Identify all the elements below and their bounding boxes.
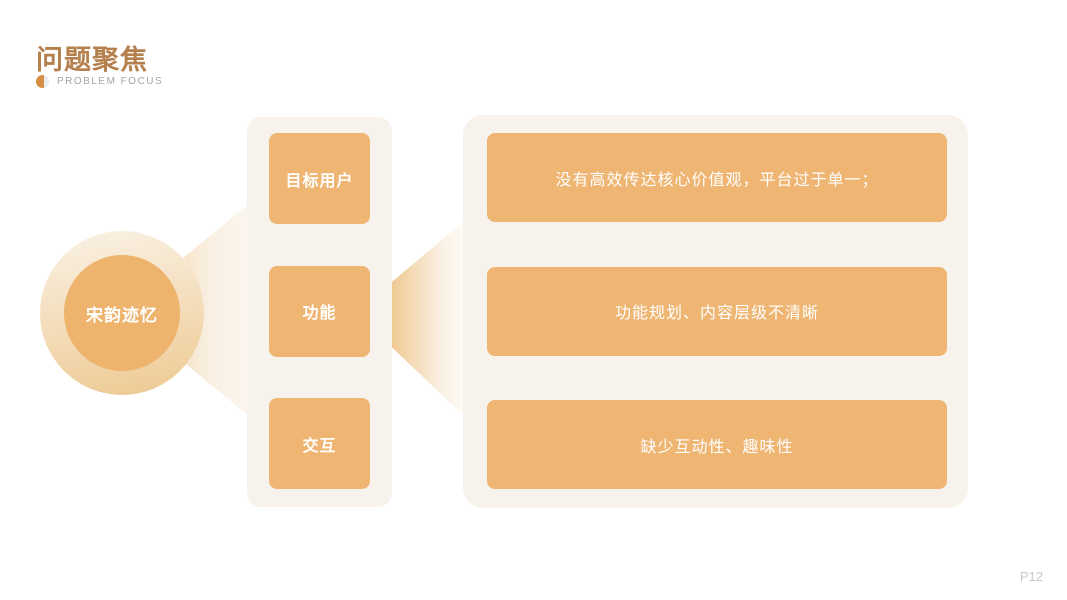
category-function: 功能: [269, 265, 370, 357]
source-circle: 宋韵迹忆: [64, 255, 180, 371]
problem-item: 没有高效传达核心价值观，平台过于单一；: [487, 133, 947, 222]
connector-cone-right: [392, 222, 463, 415]
subtitle-label: PROBLEM FOCUS: [57, 76, 164, 87]
two-tone-dot-icon: [36, 75, 49, 88]
problem-item: 缺少互动性、趣味性: [487, 400, 947, 489]
subtitle-row: PROBLEM FOCUS: [36, 75, 163, 88]
page-number: P12: [1019, 569, 1043, 584]
problem-item: 功能规划、内容层级不清晰: [487, 266, 947, 356]
category-interaction: 交互: [269, 398, 370, 489]
category-target-users: 目标用户: [269, 133, 370, 224]
problems-panel: 没有高效传达核心价值观，平台过于单一； 功能规划、内容层级不清晰 缺少互动性、趣…: [463, 115, 968, 508]
page-title: 问题聚焦: [36, 45, 148, 75]
category-panel: 目标用户 功能 交互: [247, 117, 392, 507]
